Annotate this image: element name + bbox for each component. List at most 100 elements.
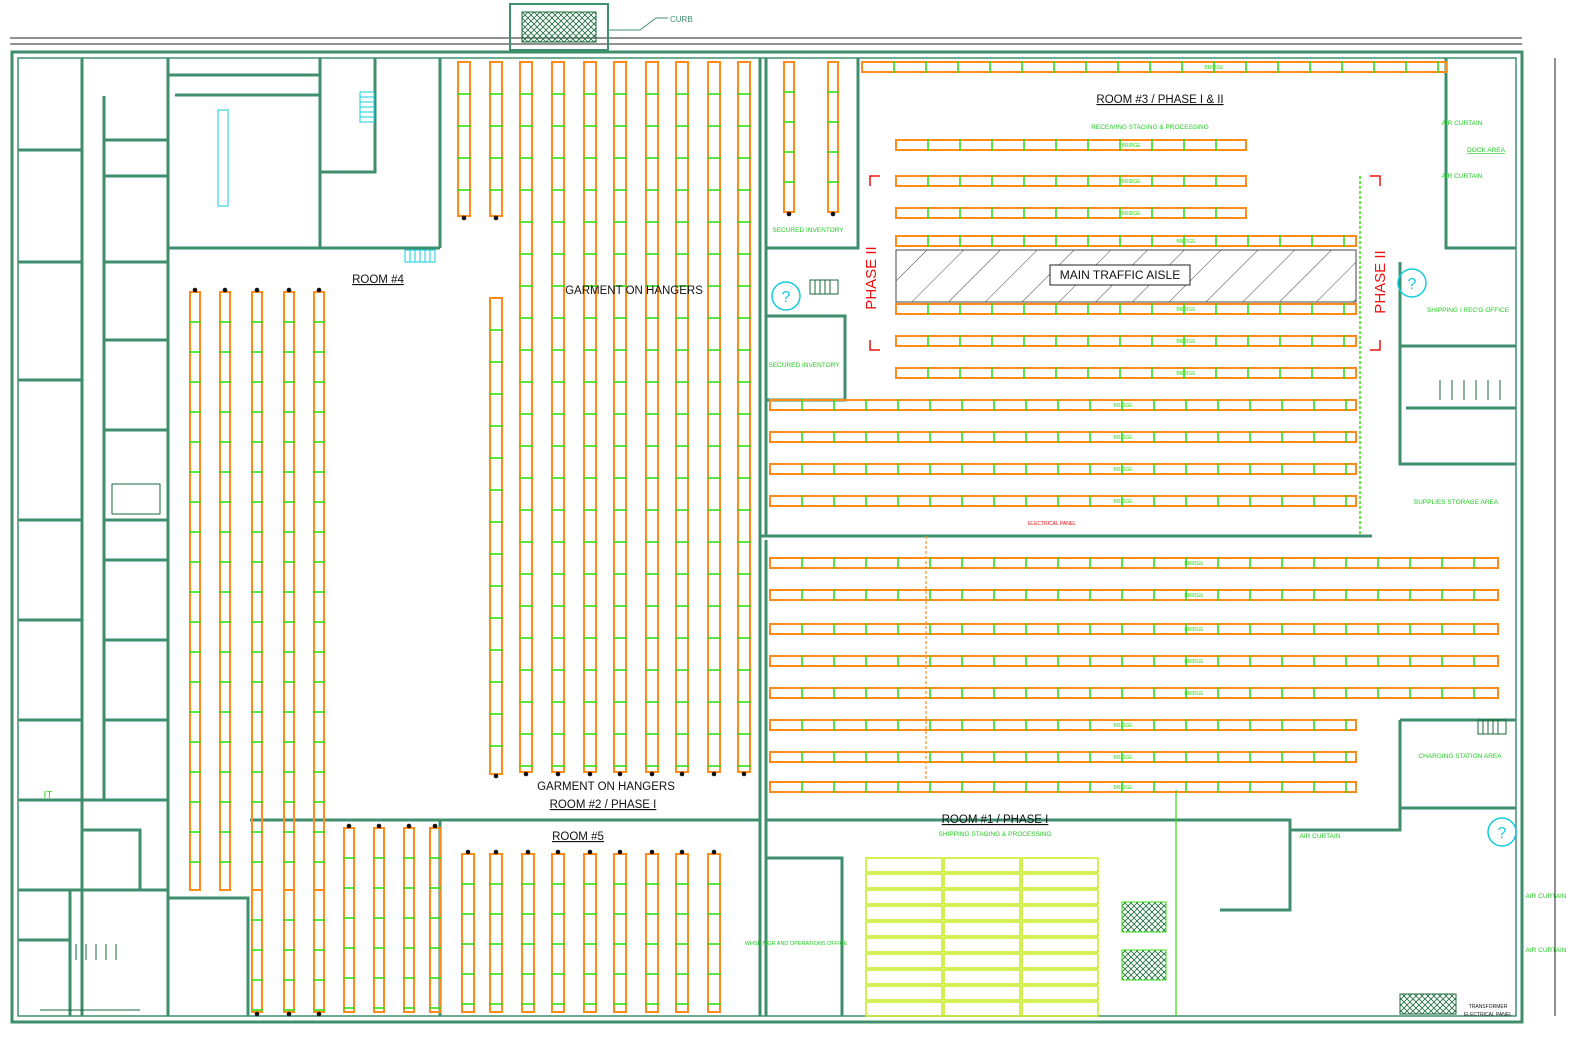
pallet-slot-9 <box>1021 889 1099 905</box>
rack-horizontal-53: BRIDGE <box>769 751 1357 763</box>
rack-horizontal-39: BRIDGE <box>895 235 1357 247</box>
bridge-label-50: BRIDGE <box>1184 659 1204 665</box>
pallet-slot-13 <box>865 921 943 937</box>
dock-area-label: DOCK AREA <box>1467 147 1506 154</box>
bridge-label-51: BRIDGE <box>1184 691 1204 697</box>
rack-vertical-3 <box>251 287 263 891</box>
rack-vertical-13 <box>583 61 597 777</box>
rack-horizontal-51: BRIDGE <box>769 687 1499 699</box>
rack-horizontal-40: BRIDGE <box>895 303 1357 315</box>
rack-vertical-18 <box>737 61 751 777</box>
bridge-label-48: BRIDGE <box>1184 593 1204 599</box>
rack-horizontal-38: BRIDGE <box>895 207 1247 219</box>
pallet-staging-layer <box>865 857 1099 1017</box>
rack-vertical-1 <box>189 287 201 891</box>
rack-horizontal-46: BRIDGE <box>769 495 1357 507</box>
receiving-label: RECEIVING STAGING & PROCESSING <box>1091 124 1209 131</box>
rack-vertical-34 <box>827 61 839 217</box>
shipping-office-label: SHIPPING / REC'G OFFICE <box>1427 307 1510 314</box>
room2-label: ROOM #2 / PHASE I <box>550 799 657 811</box>
top-dimension <box>10 37 1556 1016</box>
rack-horizontal-54: BRIDGE <box>769 781 1357 793</box>
rack-vertical-10 <box>489 61 503 221</box>
pallet-slot-4 <box>865 873 943 889</box>
rack-horizontal-37: BRIDGE <box>895 175 1247 187</box>
bridge-label-37: BRIDGE <box>1121 179 1141 185</box>
pallet-slot-18 <box>1021 937 1099 953</box>
secured-inventory-label-1: SECURED INVENTORY <box>772 227 844 234</box>
whse-office-wall <box>766 856 844 1016</box>
pallet-slot-25 <box>865 985 943 1001</box>
bridge-label-35: BRIDGE <box>1204 65 1224 71</box>
pallet-slot-26 <box>943 985 1021 1001</box>
rack-layer: BRIDGE BRIDGE BRIDGE BRIDGE BRIDGE BRIDGE BRID… <box>189 61 1499 1017</box>
secured-inventory-label-2: SECURED INVENTORY <box>768 362 840 369</box>
right-office-walls <box>1398 58 1516 810</box>
electrical-labels: ELECTRICAL PANEL TRANSFORMER ELECTRICAL … <box>1028 521 1512 1018</box>
pallet-crosses <box>1121 901 1167 981</box>
curb-label: CURB <box>670 15 693 24</box>
restroom-walls <box>18 828 168 1016</box>
outer-wall-inner <box>17 57 1517 1017</box>
pallet-slot-30 <box>1021 1001 1099 1017</box>
main-traffic-aisle: MAIN TRAFFIC AISLE <box>895 249 1357 303</box>
rack-vertical-29 <box>613 849 627 1013</box>
air-curtain-label-4: AIR CURTAIN <box>1526 893 1567 900</box>
garment-top-label: GARMENT ON HANGERS <box>565 285 703 297</box>
pallet-slot-23 <box>943 969 1021 985</box>
restroom-fixtures <box>40 380 1501 1011</box>
whse-office-label: WHSE MGR AND OPERATIONS OFFICE <box>745 941 848 947</box>
rack-horizontal-41: BRIDGE <box>895 335 1357 347</box>
it-room-label: IT <box>44 790 53 801</box>
rack-vertical-24 <box>461 849 475 1013</box>
rack-vertical-33 <box>783 61 795 217</box>
bridge-label-40: BRIDGE <box>1176 307 1196 313</box>
curb-block: CURB <box>509 3 693 51</box>
rack-horizontal-35: BRIDGE <box>861 61 1447 73</box>
rack-vertical-9 <box>457 61 471 221</box>
rack-horizontal-44: BRIDGE <box>769 431 1357 443</box>
stairs-icon <box>217 91 436 263</box>
rack-vertical-26 <box>521 849 535 1013</box>
garment-bottom-label: GARMENT ON HANGERS <box>537 781 675 793</box>
question-bubbles <box>771 268 1517 847</box>
room4-label: ROOM #4 <box>352 274 404 286</box>
rack-horizontal-42: BRIDGE <box>895 367 1357 379</box>
building-walls <box>10 50 1524 1024</box>
partition-room3 <box>760 58 1372 1016</box>
air-curtain-label-5: AIR CURTAIN <box>1526 947 1567 954</box>
room4-walls <box>168 58 442 250</box>
rack-vertical-19 <box>489 297 503 779</box>
air-curtain-label-1: AIR CURTAIN <box>1442 120 1483 127</box>
bridge-label-47: BRIDGE <box>1184 561 1204 567</box>
charging-station-label: CHARGING STATION AREA <box>1418 753 1502 760</box>
rack-vertical-27 <box>551 849 565 1013</box>
main-aisle-label: MAIN TRAFFIC AISLE <box>1060 268 1180 282</box>
rack-vertical-5 <box>313 287 325 891</box>
bridge-label-45: BRIDGE <box>1113 467 1133 473</box>
rack-horizontal-36: BRIDGE <box>895 139 1247 151</box>
pallet-slot-1 <box>865 857 943 873</box>
partition-room2 <box>250 58 762 1016</box>
room1-label: ROOM #1 / PHASE I <box>942 814 1049 826</box>
pallet-slot-29 <box>943 1001 1021 1017</box>
question-icon-3: ? <box>1498 825 1507 842</box>
rack-horizontal-47: BRIDGE <box>769 557 1499 569</box>
electrical-panel-label-2: ELECTRICAL PANEL <box>1464 1012 1512 1018</box>
rack-vertical-8 <box>313 889 325 1017</box>
rack-vertical-28 <box>583 849 597 1013</box>
rack-vertical-30 <box>645 849 659 1013</box>
pallet-slot-20 <box>943 953 1021 969</box>
rack-horizontal-43: BRIDGE <box>769 399 1357 411</box>
rack-vertical-4 <box>283 287 295 891</box>
rack-vertical-12 <box>551 61 565 777</box>
pallet-slot-12 <box>1021 905 1099 921</box>
rack-vertical-17 <box>707 61 721 777</box>
transformer-label: TRANSFORMER <box>1469 1004 1508 1010</box>
bridge-label-43: BRIDGE <box>1113 403 1133 409</box>
air-curtain-label-3: AIR CURTAIN <box>1300 833 1341 840</box>
phase-left-label: PHASE II <box>863 246 880 309</box>
office-rows <box>18 138 168 802</box>
question-icon-1: ? <box>782 289 791 306</box>
pallet-slot-22 <box>865 969 943 985</box>
